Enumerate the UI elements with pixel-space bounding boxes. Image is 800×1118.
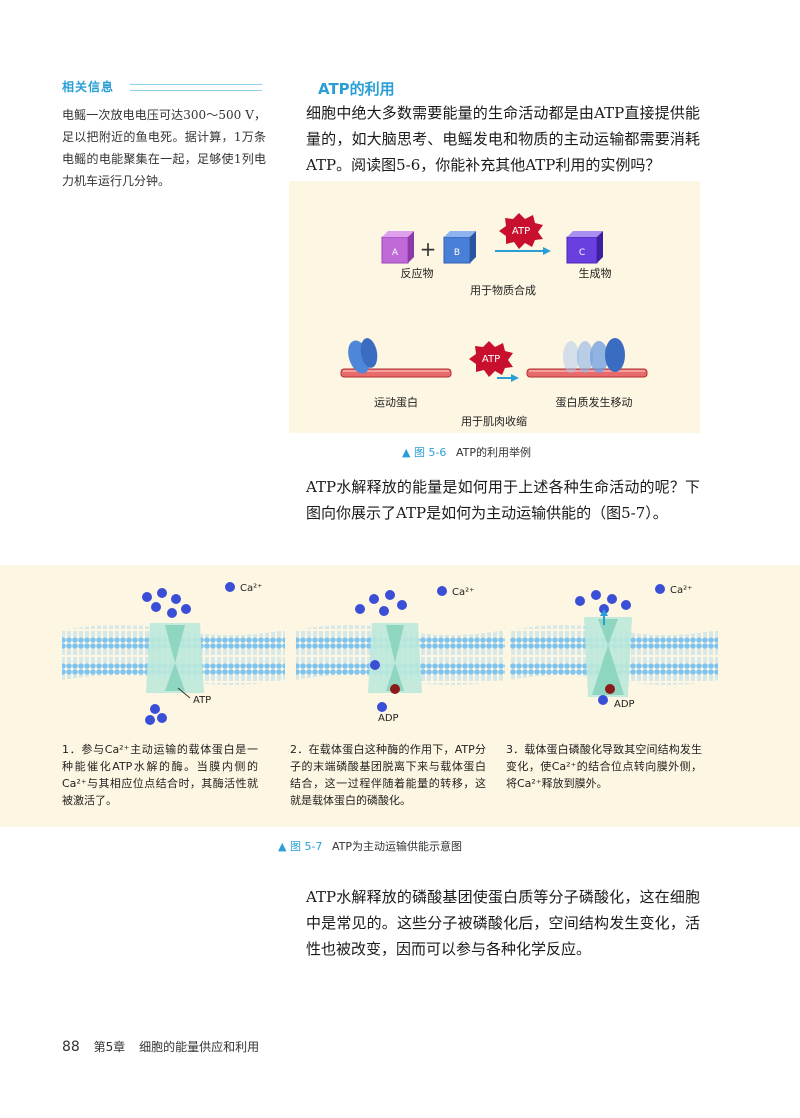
figure-5-6-number: 图 5-6 — [413, 446, 447, 459]
phosphate-group-3 — [605, 684, 615, 694]
page-number: 88 — [62, 1039, 80, 1055]
ca-ions-outside-2 — [355, 590, 407, 616]
panel-1: Ca²⁺ ATP — [62, 582, 285, 725]
figure-5-7: Ca²⁺ ATP Ca²⁺ ADP — [0, 565, 800, 827]
carrier-protein-2 — [368, 623, 422, 693]
panel-2: Ca²⁺ ADP — [296, 586, 505, 724]
motor-protein-left — [348, 338, 378, 374]
chapter-title: 细胞的能量供应和利用 — [139, 1040, 260, 1054]
figure-5-6-illustration: A + B ATP C 反应物 生成物 用于物质合成 — [340, 213, 648, 428]
ca-ions-inside-1 — [145, 704, 167, 725]
figure-5-7-title: ATP为主动运输供能示意图 — [331, 840, 462, 853]
box-a-cube: A — [381, 231, 414, 264]
chapter-number: 第5章 — [93, 1040, 126, 1054]
ca-ion-label-1: Ca²⁺ — [240, 583, 262, 594]
figure-5-7-step-3: 3．载体蛋白磷酸化导致其空间结构发生变化，使Ca²⁺的结合位点转向膜外侧，将Ca… — [506, 743, 702, 790]
synthesis-label: 用于物质合成 — [470, 283, 536, 297]
protein-move-label: 蛋白质发生移动 — [556, 395, 633, 409]
figure-5-7-caption: ▲ 图 5-7 ATP为主动运输供能示意图 — [278, 838, 462, 854]
paragraph-intro: 细胞中绝大多数需要能量的生命活动都是由ATP直接提供能量的，如大脑思考、电鳐发电… — [306, 104, 700, 174]
atp-label-panel-1: ATP — [193, 695, 211, 706]
page-footer: 88 第5章 细胞的能量供应和利用 — [62, 1038, 269, 1055]
panel-3: Ca²⁺ ADP — [510, 584, 718, 710]
motor-protein-moving — [563, 338, 625, 373]
phosphate-group-2 — [390, 684, 400, 694]
carrier-protein-3 — [584, 617, 632, 697]
carrier-protein-1 — [146, 623, 204, 693]
box-b-label: B — [454, 248, 460, 258]
ca-ion-label-2: Ca²⁺ — [452, 587, 474, 598]
box-c-cube: C — [566, 231, 603, 264]
figure-5-6: A + B ATP C 反应物 生成物 用于物质合成 — [289, 181, 700, 433]
sidebar-title: 相关信息 — [62, 80, 115, 94]
atp-starburst-2: ATP — [469, 341, 513, 377]
section-title: ATP的利用 — [318, 80, 395, 98]
reactant-label: 反应物 — [401, 266, 434, 280]
motor-protein-label: 运动蛋白 — [374, 395, 418, 409]
figure-5-7-illustration: Ca²⁺ ATP Ca²⁺ ADP — [62, 582, 718, 725]
adp-label-panel-3: ADP — [614, 699, 635, 710]
paragraph-question: ATP水解释放的能量是如何用于上述各种生命活动的呢？下图向你展示了ATP是如何为… — [306, 478, 700, 522]
box-c-label: C — [579, 248, 585, 258]
caption-triangle-icon: ▲ — [278, 840, 287, 853]
ca-ion-label-3: Ca²⁺ — [670, 585, 692, 596]
ca-ions-outside-1 — [142, 588, 191, 618]
plus-sign: + — [420, 237, 437, 261]
adp-label-panel-2: ADP — [378, 713, 399, 724]
product-label: 生成物 — [579, 266, 612, 280]
sidebar-rule — [130, 84, 262, 91]
box-a-label: A — [392, 248, 399, 258]
figure-5-6-title: ATP的利用举例 — [455, 446, 531, 459]
figure-5-6-caption: ▲ 图 5-6 ATP的利用举例 — [402, 444, 531, 460]
atp-label-1: ATP — [512, 226, 530, 237]
figure-5-7-step-1: 1．参与Ca²⁺主动运输的载体蛋白是一种能催化ATP水解的酶。当膜内侧的Ca²⁺… — [62, 743, 258, 807]
muscle-label: 用于肌肉收缩 — [461, 414, 527, 428]
figure-5-7-number: 图 5-7 — [289, 840, 323, 853]
atp-label-2: ATP — [482, 354, 500, 365]
paragraph-conclusion: ATP水解释放的磷酸基团使蛋白质等分子磷酸化，这在细胞中是常见的。这些分子被磷酸… — [306, 888, 700, 958]
figure-5-7-step-2: 2．在载体蛋白这种酶的作用下，ATP分子的末端磷酸基团脱离下来与载体蛋白结合，这… — [290, 743, 486, 807]
ca-ions-outside-3 — [575, 590, 631, 614]
caption-triangle-icon: ▲ — [402, 446, 411, 459]
atp-starburst-1: ATP — [499, 213, 543, 249]
box-b-cube: B — [443, 231, 476, 264]
sidebar-text: 电鳐一次放电电压可达300～500 V，足以把附近的鱼电死。据计算，1万条电鳐的… — [62, 108, 266, 188]
